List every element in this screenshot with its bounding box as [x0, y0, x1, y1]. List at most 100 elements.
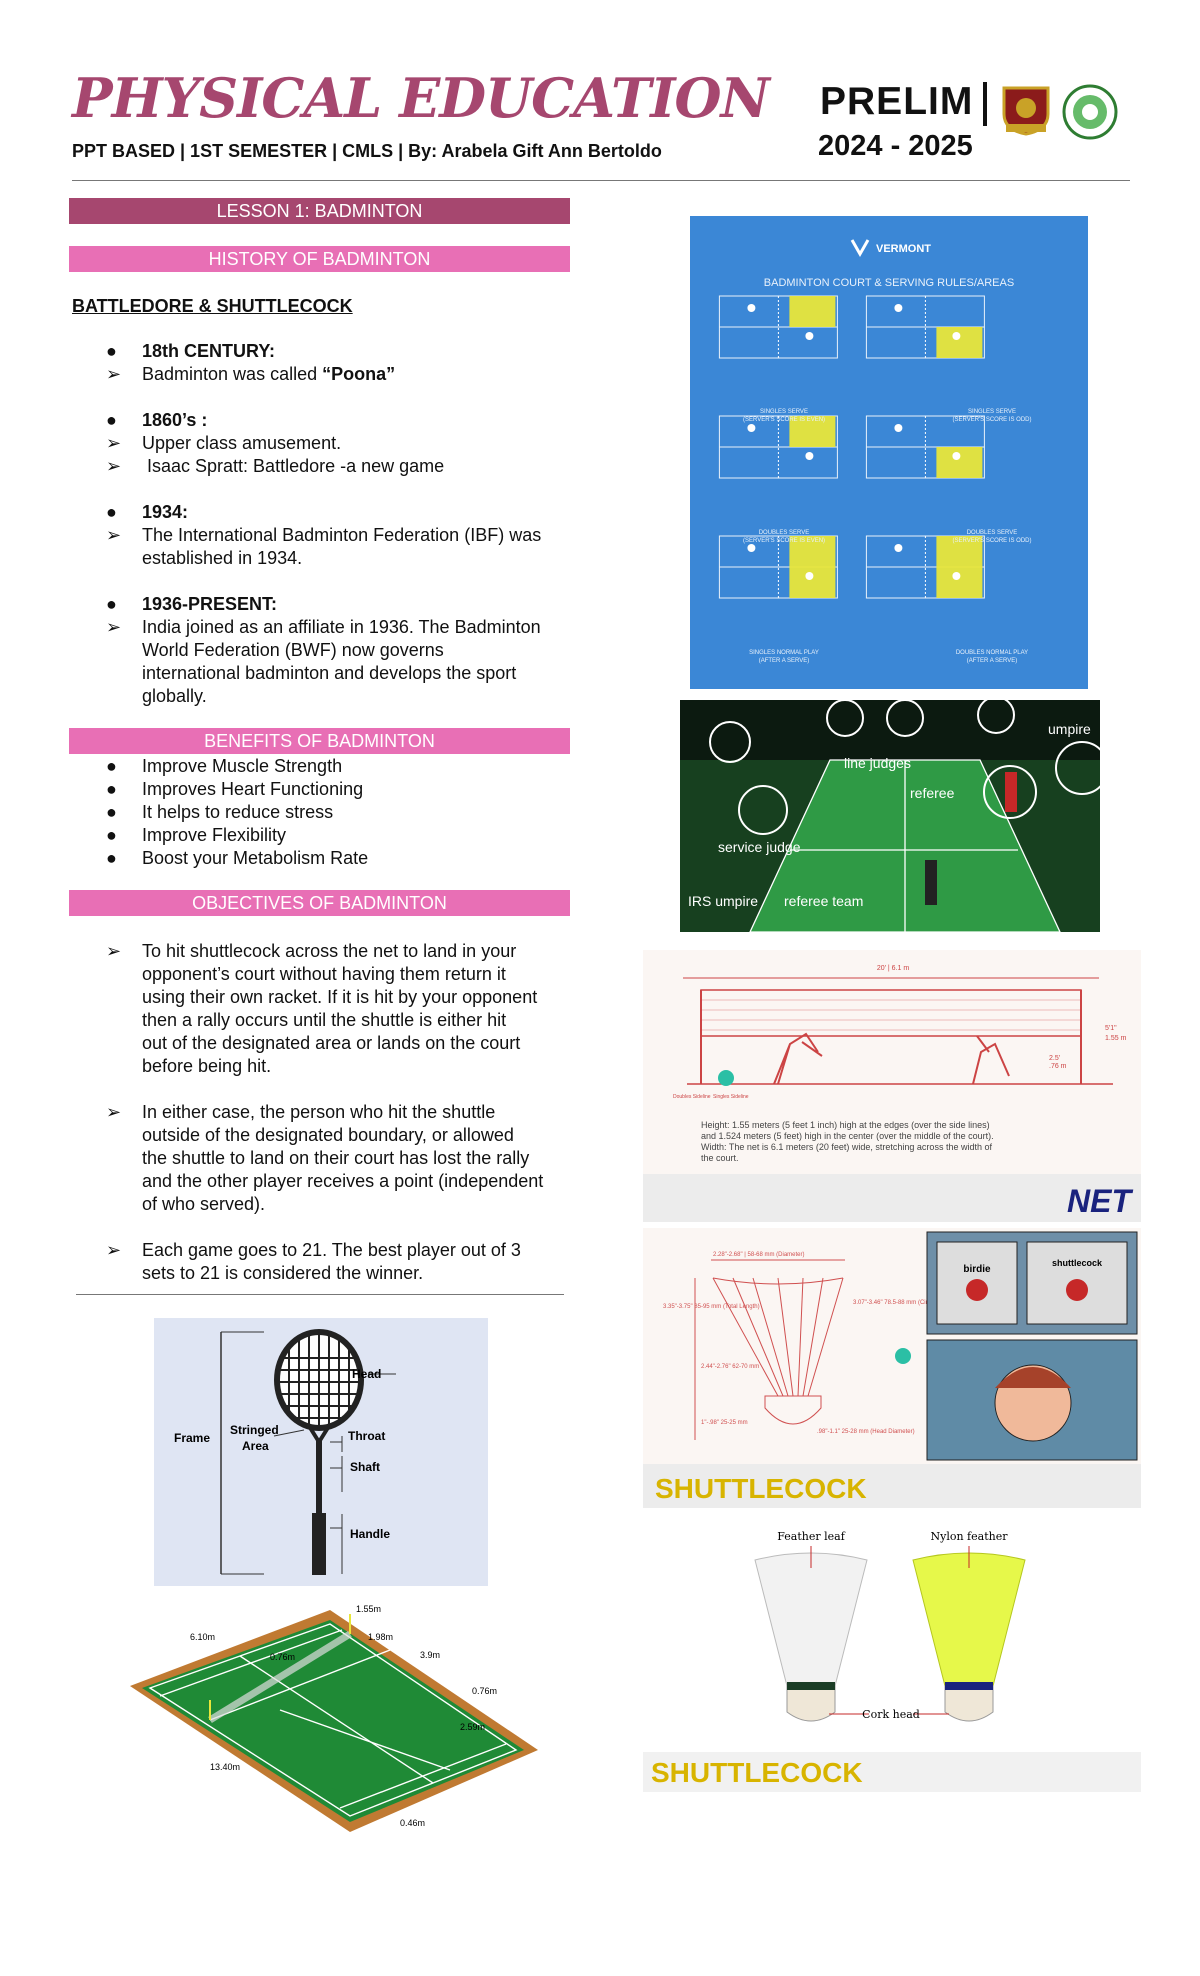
serve-zone — [789, 416, 836, 447]
poster-caption: SINGLES SERVE — [968, 409, 1016, 415]
poster-caption: (SERVER'S SCORE IS ODD) — [952, 417, 1031, 423]
benefit-item: Boost your Metabolism Rate — [142, 848, 369, 868]
player-icon — [952, 332, 961, 340]
net-edge-height: 5'1" — [1105, 1025, 1117, 1032]
serve-zone — [936, 327, 983, 358]
net-mid-height: 2.5' — [1049, 1055, 1060, 1062]
line-judges-label: line judges — [844, 755, 911, 771]
shuttlecock-title: SHUTTLECOCK — [655, 1473, 867, 1504]
vermont-brand: VERMONT — [876, 243, 931, 255]
racket-stringed-label: Stringed — [230, 1423, 279, 1437]
document-subtitle: PPT BASED | 1ST SEMESTER | CMLS | By: Ar… — [72, 141, 662, 161]
poster-caption: SINGLES NORMAL PLAY — [749, 650, 819, 656]
shuttle-diameter: 2.28"-2.68" | 58-68 mm (Diameter) — [713, 1252, 805, 1258]
objectives-heading: OBJECTIVES OF BADMINTON — [69, 890, 570, 916]
nylon-feather-label: Nylon feather — [931, 1530, 1009, 1543]
service-judge-label: service judge — [718, 839, 801, 855]
school-seal-logo — [1002, 86, 1050, 136]
player-icon — [805, 452, 814, 460]
era-text: Upper class amusement. — [142, 433, 342, 453]
header-rule — [72, 180, 1130, 181]
court-dim-label: 0.76m — [270, 1652, 295, 1662]
singles-sideline-label: Singles Sideline — [713, 1094, 749, 1100]
player-icon — [805, 332, 814, 340]
benefit-item: Improve Muscle Strength — [142, 756, 343, 776]
racket-handle-label: Handle — [350, 1527, 390, 1541]
player-icon — [747, 304, 756, 312]
prelim-label: PRELIM — [820, 80, 974, 123]
benefit-item: It helps to reduce stress — [142, 802, 334, 822]
era-heading: 1860’s : — [142, 410, 208, 430]
shuttle-feather-length: 2.44"-2.76" 62-70 mm — [701, 1364, 759, 1370]
shuttlecock-types-photo: Feather leaf Nylon feather Cork head SHU… — [643, 1516, 1141, 1792]
doubles-sideline-label: Doubles Sideline — [673, 1094, 711, 1100]
referee-team-label: referee team — [784, 893, 863, 909]
lesson-heading: LESSON 1: BADMINTON — [69, 198, 570, 224]
irs-umpire-label: IRS umpire — [688, 893, 758, 909]
net-diagram: 20' | 6.1 m 5'1" 1.55 m 2.5' .76 m Doubl… — [643, 950, 1141, 1222]
era-text: The International Badminton Federation (… — [142, 525, 542, 545]
era-heading: 1936-PRESENT: — [142, 594, 278, 614]
shuttle-circumference: 3.07"-3.46" 78.5-88 mm (Circumference) — [853, 1300, 961, 1306]
serve-zone — [936, 447, 983, 478]
poster-caption: (AFTER A SERVE) — [967, 658, 1018, 664]
court-dim-label: 0.46m — [400, 1818, 425, 1828]
feather-leaf-label: Feather leaf — [777, 1530, 845, 1543]
serve-zone — [789, 536, 836, 598]
poster-caption: (SERVER'S SCORE IS ODD) — [952, 538, 1031, 544]
shuttle-base-length: 1"-.98" 25-25 mm — [701, 1420, 748, 1426]
shuttlecock-button-label: shuttlecock — [1052, 1258, 1103, 1268]
poster-title: BADMINTON COURT & SERVING RULES/AREAS — [764, 277, 1014, 289]
department-seal-logo — [1062, 84, 1118, 140]
objective-item: In either case, the person who hit the s… — [142, 1102, 544, 1214]
player-icon — [952, 452, 961, 460]
net-mid-height-m: .76 m — [1049, 1063, 1067, 1070]
poster-caption: DOUBLES SERVE — [967, 530, 1018, 536]
player-icon — [747, 544, 756, 552]
era-text: World Federation (BWF) now governs — [142, 640, 444, 660]
officials-photo: umpire line judges referee service judge… — [680, 700, 1100, 932]
poster-caption: DOUBLES SERVE — [759, 530, 810, 536]
cork-head-label: Cork head — [862, 1708, 920, 1721]
era-text: India joined as an affiliate in 1936. Th… — [142, 617, 541, 637]
poster-caption: (AFTER A SERVE) — [759, 658, 810, 664]
era-text: established in 1934. — [142, 548, 303, 568]
school-year: 2024 - 2025 — [818, 130, 973, 162]
document-title: PHYSICAL EDUCATION — [72, 66, 770, 130]
racket-shaft-label: Shaft — [350, 1460, 380, 1474]
era-text: Badminton was called “Poona” — [142, 364, 396, 384]
shuttle-length: 3.35"-3.75" 85-95 mm (Total Length) — [663, 1304, 760, 1310]
serve-zone — [789, 296, 836, 327]
court-dim-label: 3.9m — [420, 1650, 440, 1660]
benefit-item: Improve Flexibility — [142, 825, 287, 845]
section-rule — [76, 1294, 564, 1295]
court-diagram: 6.10m 1.98m 3.9m 0.76m 13.40m 2.59m 0.46… — [130, 1604, 538, 1832]
benefit-item: Improves Heart Functioning — [142, 779, 364, 799]
court-dim-label: 1.55m — [356, 1604, 381, 1614]
net-height-text: Height: 1.55 meters (5 feet 1 inch) high… — [701, 1120, 994, 1141]
player-icon — [894, 544, 903, 552]
poster-caption: (SERVER'S SCORE IS EVEN) — [743, 538, 825, 544]
court-dim-label: 0.76m — [472, 1686, 497, 1696]
player-icon — [894, 304, 903, 312]
court-dim-label: 13.40m — [210, 1762, 240, 1772]
history-heading: HISTORY OF BADMINTON — [69, 246, 570, 272]
net-title: NET — [1067, 1183, 1133, 1219]
court-dim-label: 2.59m — [460, 1722, 485, 1732]
net-width-text: Width: The net is 6.1 meters (20 feet) w… — [701, 1142, 992, 1163]
era-text: international badminton and develops the… — [142, 663, 517, 683]
racket-head-label: Head — [352, 1367, 381, 1381]
poster-caption: DOUBLES NORMAL PLAY — [956, 650, 1028, 656]
era-heading: 1934: — [142, 502, 189, 522]
net-edge-height-m: 1.55 m — [1105, 1035, 1127, 1042]
umpire-label: umpire — [1048, 721, 1091, 737]
shuttlecock-dimensions: 2.28"-2.68" | 58-68 mm (Diameter) 3.35"-… — [643, 1228, 1141, 1508]
player-icon — [894, 424, 903, 432]
player-icon — [952, 572, 961, 580]
serving-rules-poster: VERMONT BADMINTON COURT & SERVING RULES/… — [690, 216, 1088, 689]
court-dim-label: 6.10m — [190, 1632, 215, 1642]
history-subheading: BATTLEDORE & SHUTTLECOCK — [72, 296, 353, 316]
era-text: Isaac Spratt: Battledore -a new game — [142, 456, 445, 476]
benefits-heading: BENEFITS OF BADMINTON — [69, 728, 570, 754]
player-icon — [805, 572, 814, 580]
